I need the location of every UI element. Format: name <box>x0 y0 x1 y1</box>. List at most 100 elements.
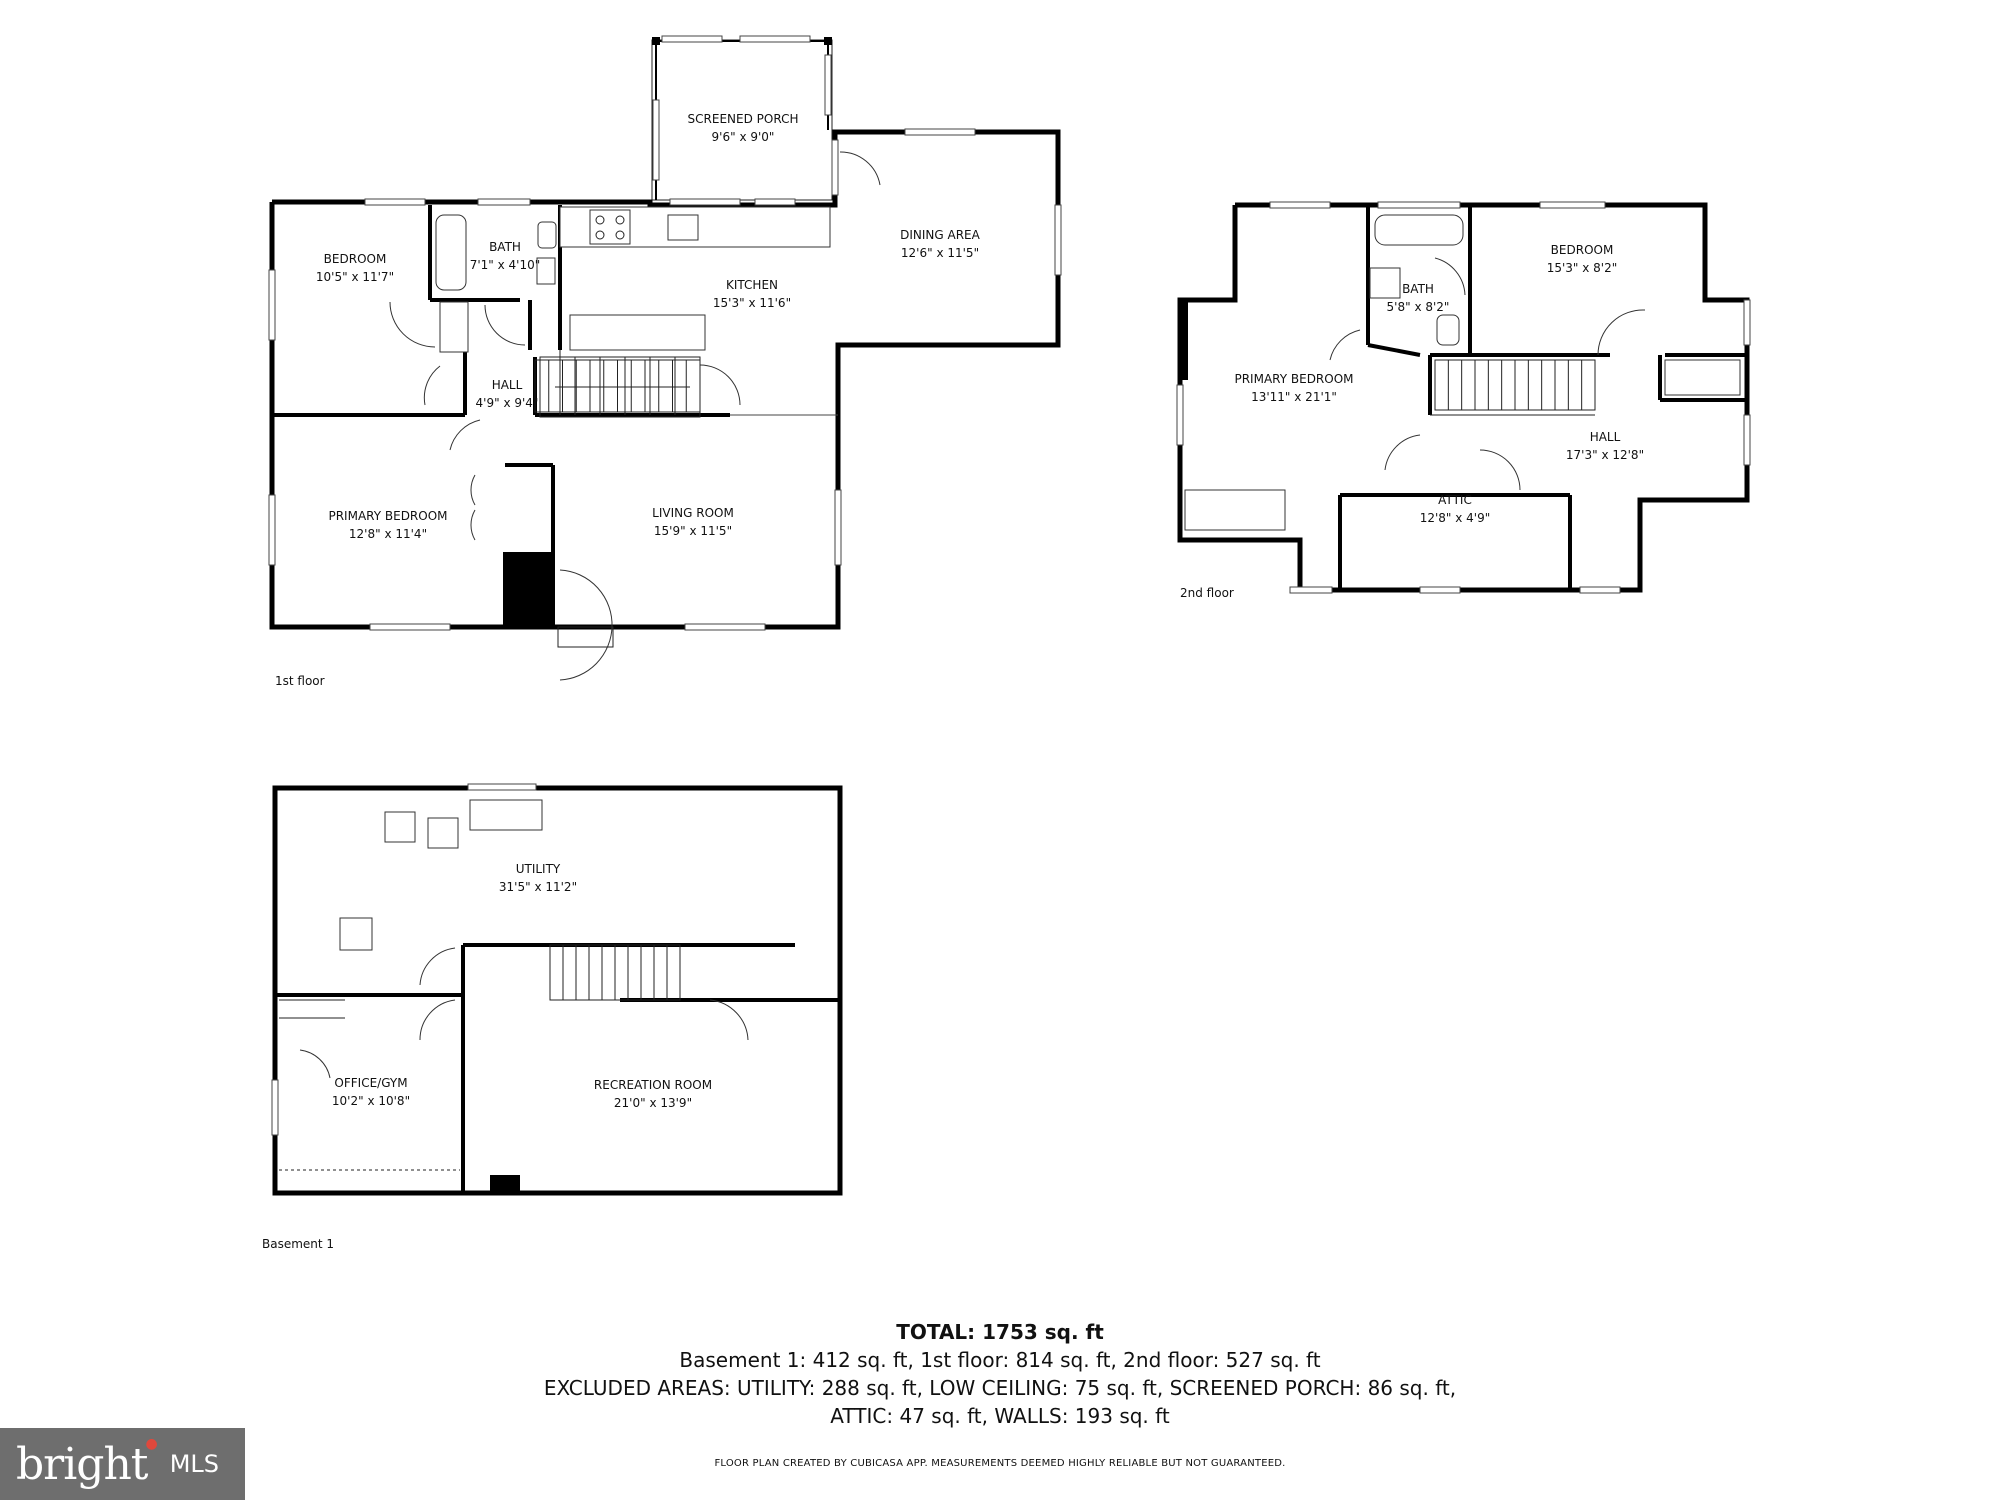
window-icon <box>1539 201 1606 209</box>
room-dimensions: 7'1" x 4'10" <box>470 258 541 272</box>
window-icon <box>824 54 832 116</box>
bath-fixtures <box>435 214 557 353</box>
window-icon <box>268 494 276 566</box>
second-floor-doors <box>1329 257 1646 491</box>
window-icon <box>661 35 723 43</box>
room-dimensions: 17'3" x 12'8" <box>1566 448 1644 462</box>
bright-mls-logo: bright ● MLS <box>0 1428 245 1500</box>
door-icon <box>1479 449 1521 491</box>
sink-icon <box>536 257 556 285</box>
room-dimensions: 10'2" x 10'8" <box>332 1094 410 1108</box>
door-icon <box>699 364 741 406</box>
room-dimensions: 15'3" x 8'2" <box>1547 261 1618 275</box>
room-dimensions: 4'9" x 9'4" <box>476 396 539 410</box>
window-icon <box>1054 204 1062 276</box>
basement-plan <box>271 783 843 1196</box>
room-dimensions: 12'8" x 11'4" <box>349 527 427 541</box>
door-icon <box>559 569 613 628</box>
window-icon <box>754 198 796 206</box>
window-icon <box>831 139 839 196</box>
room-labels: SCREENED PORCH 9'6" x 9'0" BEDROOM 10'5"… <box>316 112 1644 1110</box>
logo-accent-icon: ● <box>145 1436 158 1452</box>
room-dimensions: 5'8" x 8'2" <box>1387 300 1450 314</box>
sink-icon <box>1369 267 1401 299</box>
window-icon <box>739 35 811 43</box>
window-icon <box>1176 384 1184 446</box>
window-icon <box>477 198 531 206</box>
bathtub-icon <box>435 214 467 291</box>
area-breakdown-line: Basement 1: 412 sq. ft, 1st floor: 814 s… <box>679 1348 1321 1372</box>
window-icon <box>369 623 451 631</box>
room-name: LIVING ROOM <box>652 506 734 520</box>
first-floor-windows <box>268 128 1062 631</box>
second-floor-windows <box>1176 201 1751 594</box>
room-name: BATH <box>1402 282 1434 296</box>
room-dimensions: 13'11" x 21'1" <box>1251 390 1337 404</box>
door-icon <box>299 1049 331 1079</box>
window-icon <box>652 99 660 181</box>
room-name: BEDROOM <box>1551 243 1614 257</box>
door-icon <box>1329 329 1361 361</box>
room-name: PRIMARY BEDROOM <box>328 509 447 523</box>
room-dimensions: 21'0" x 13'9" <box>614 1096 692 1110</box>
door-icon <box>389 301 436 348</box>
logo-mls-text: MLS <box>169 1450 219 1478</box>
window-icon <box>364 198 426 206</box>
room-dimensions: 31'5" x 11'2" <box>499 880 577 894</box>
door-icon <box>709 999 749 1041</box>
door-icon <box>419 999 456 1041</box>
logo-wordmark: bright <box>16 1438 148 1490</box>
room-name: HALL <box>1590 430 1621 444</box>
door-icon <box>484 304 526 346</box>
basement-doors <box>299 947 749 1079</box>
room-name: KITCHEN <box>726 278 778 292</box>
floor-label-first: 1st floor <box>275 674 325 688</box>
door-icon <box>839 151 881 186</box>
room-dimensions: 12'6" x 11'5" <box>901 246 979 260</box>
door-icon <box>559 626 613 681</box>
room-name: UTILITY <box>516 862 561 876</box>
toilet-icon <box>1436 314 1460 346</box>
door-icon <box>1384 434 1421 471</box>
room-name: OFFICE/GYM <box>334 1076 407 1090</box>
area-summary: TOTAL: 1753 sq. ft Basement 1: 412 sq. f… <box>0 1318 2000 1430</box>
floor-label-second: 2nd floor <box>1180 586 1234 600</box>
basement-fixtures <box>271 783 681 1136</box>
stove-icon <box>589 209 631 245</box>
window-icon <box>1269 201 1331 209</box>
room-name: RECREATION ROOM <box>594 1078 712 1092</box>
room-dimensions: 15'3" x 11'6" <box>713 296 791 310</box>
sink-icon <box>667 214 699 241</box>
excluded-areas-line-2: ATTIC: 47 sq. ft, WALLS: 193 sq. ft <box>830 1404 1170 1428</box>
second-floor-plan <box>1176 201 1751 594</box>
bathtub-icon <box>1374 214 1464 246</box>
door-icon <box>449 419 481 451</box>
window-icon <box>834 489 842 566</box>
floor-label-basement: Basement 1 <box>262 1237 334 1251</box>
window-icon <box>904 128 976 136</box>
door-icon <box>470 474 476 506</box>
window-icon <box>467 783 537 791</box>
first-floor-outer-wall <box>269 129 1061 630</box>
room-name: SCREENED PORCH <box>688 112 799 126</box>
window-icon <box>1743 414 1751 466</box>
room-name: HALL <box>492 378 523 392</box>
room-name: BEDROOM <box>324 252 387 266</box>
window-icon <box>1377 201 1461 209</box>
window-icon <box>1579 586 1621 594</box>
disclaimer: FLOOR PLAN CREATED BY CUBICASA APP. MEAS… <box>714 1458 1286 1469</box>
basement-inner-walls <box>275 943 840 1193</box>
basement-outer-wall <box>272 785 843 1196</box>
toilet-icon <box>537 221 557 249</box>
room-name: PRIMARY BEDROOM <box>1234 372 1353 386</box>
window-icon <box>1289 586 1333 594</box>
kitchen-fixtures <box>539 206 831 418</box>
room-dimensions: 10'5" x 11'7" <box>316 270 394 284</box>
room-name: ATTIC <box>1438 493 1472 507</box>
second-floor-inner-walls <box>1180 205 1745 590</box>
room-dimensions: 12'8" x 4'9" <box>1420 511 1491 525</box>
window-icon <box>1743 299 1751 346</box>
window-icon <box>271 1079 279 1136</box>
window-icon <box>268 269 276 341</box>
